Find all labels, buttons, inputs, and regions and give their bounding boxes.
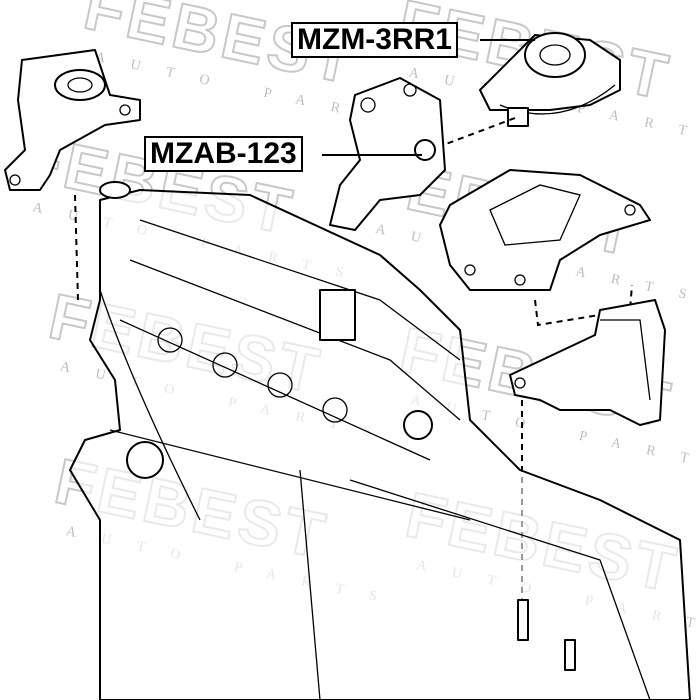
engine-assembly bbox=[69, 181, 691, 700]
engine-mount-mzm-3rr1 bbox=[479, 32, 621, 127]
part-number-label-mzm-3rr1[interactable]: MZM-3RR1 bbox=[291, 22, 458, 58]
engine-mount-left bbox=[4, 49, 141, 191]
engine-mount-right bbox=[439, 169, 651, 291]
part-number-label-mzab-123[interactable]: MZAB-123 bbox=[144, 136, 303, 172]
transmission-bracket bbox=[509, 299, 666, 426]
